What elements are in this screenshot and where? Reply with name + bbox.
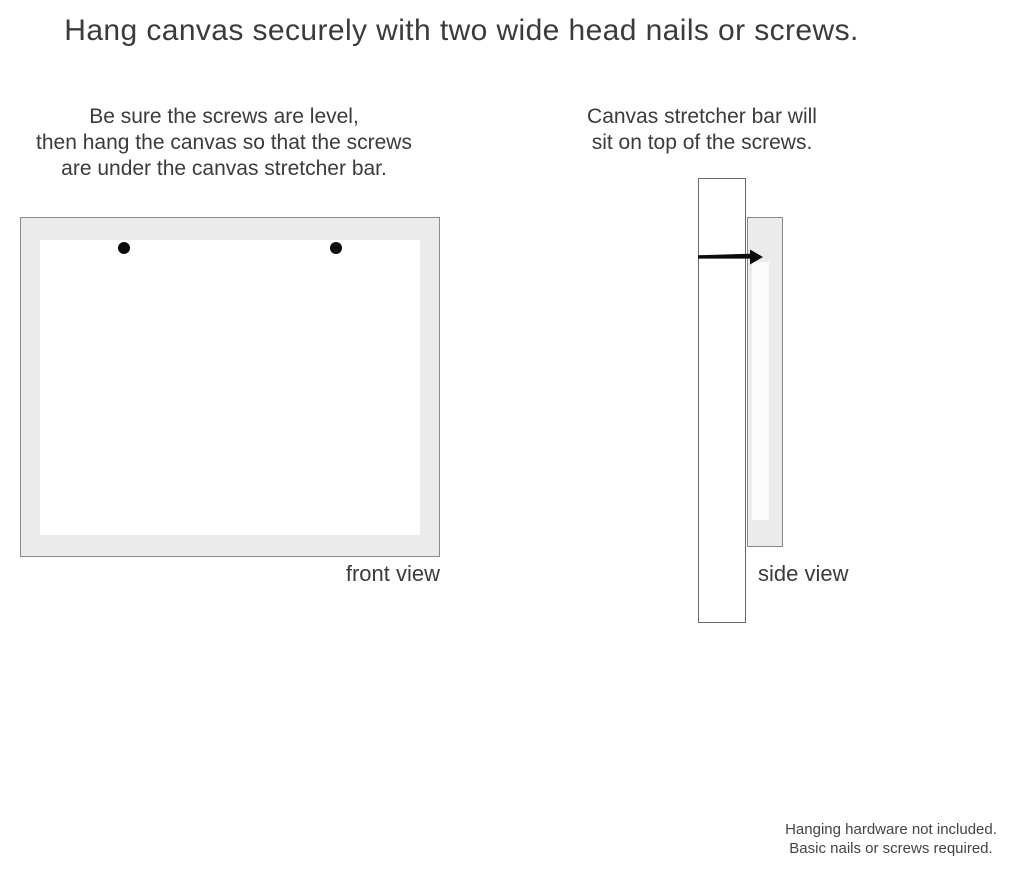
stretcher-bar-side [698, 178, 746, 623]
canvas-side-face [752, 262, 769, 520]
front-view-label: front view [345, 561, 440, 586]
instruction-line: Be sure the screws are level, [89, 105, 359, 128]
side-view-label: side view [758, 561, 849, 586]
nail-head-left-icon [118, 242, 130, 254]
instruction-line: sit on top of the screws. [591, 131, 813, 154]
canvas-front-frame [20, 217, 440, 557]
front-view-instructions: Be sure the screws are level, then hang … [24, 104, 424, 182]
canvas-front-face [40, 240, 420, 535]
hardware-footnote: Hanging hardware not included. Basic nai… [774, 820, 1008, 858]
instruction-line: are under the canvas stretcher bar. [61, 157, 387, 180]
side-view-instructions: Canvas stretcher bar will sit on top of … [552, 104, 852, 156]
footnote-line: Hanging hardware not included. [785, 821, 997, 838]
page-title: Hang canvas securely with two wide head … [64, 14, 859, 47]
instruction-line: then hang the canvas so that the screws [36, 131, 412, 154]
footnote-line: Basic nails or screws required. [789, 840, 993, 857]
instruction-line: Canvas stretcher bar will [587, 105, 817, 128]
nail-head-right-icon [330, 242, 342, 254]
nail-icon [698, 249, 763, 265]
canvas-side-profile [747, 217, 783, 547]
